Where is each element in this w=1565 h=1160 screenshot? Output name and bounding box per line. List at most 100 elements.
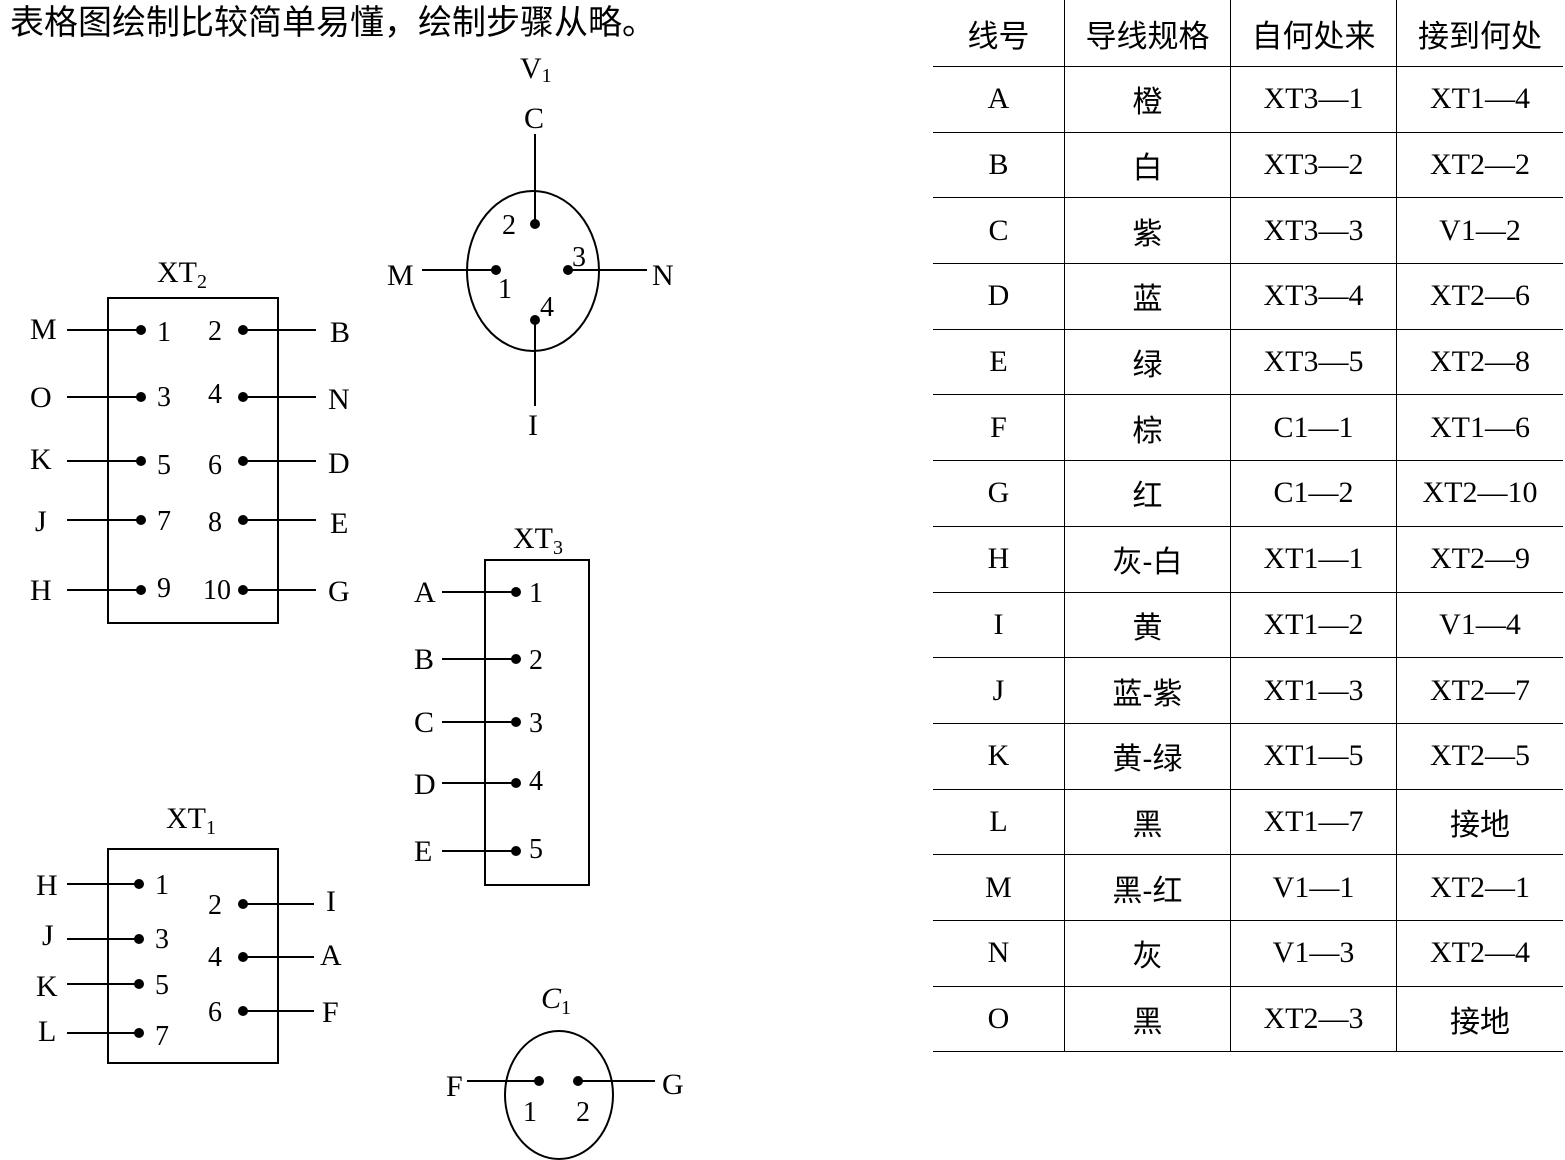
xt3-lead-label-d: D — [414, 768, 436, 801]
xt2-pin-3: 3 — [157, 382, 171, 413]
xt3-lead-label-a: A — [414, 576, 436, 609]
xt2-lead-label-o: O — [30, 381, 52, 414]
header-to: 接到何处 — [1396, 0, 1563, 67]
v1-pin-1: 1 — [498, 274, 512, 305]
xt2-lead-label-g: G — [328, 575, 350, 608]
xt1-dot-5 — [134, 979, 144, 989]
cell-to: XT2—5 — [1396, 723, 1563, 790]
xt3-pin-4: 4 — [529, 766, 543, 797]
v1-lead-label-left: M — [387, 259, 414, 292]
header-wire-spec: 导线规格 — [1064, 0, 1231, 67]
cell-wire-spec: 黄-绿 — [1064, 723, 1231, 790]
cell-to: XT2—2 — [1396, 132, 1563, 199]
xt3-pin-1: 1 — [529, 578, 543, 609]
xt3-pin-5: 5 — [529, 834, 543, 865]
xt2-lead-label-d: D — [328, 447, 350, 480]
cell-wire-spec: 灰 — [1064, 920, 1231, 987]
c1-pin-2: 2 — [576, 1097, 590, 1128]
cell-from: XT1—3 — [1230, 657, 1397, 724]
cell-to: V1—2 — [1396, 197, 1563, 265]
xt1-lead-label-k: K — [36, 970, 58, 1003]
xt1-dot-4 — [238, 952, 248, 962]
xt1-pin-3: 3 — [155, 924, 169, 955]
cell-from: XT3—3 — [1230, 197, 1397, 265]
cell-to: 接地 — [1396, 789, 1563, 856]
xt1-component: XT1 1 H 3 J 5 K 7 L 2 I 4 A — [36, 802, 342, 1064]
xt2-lead-label-k: K — [30, 443, 52, 476]
v1-pin-dot-3 — [563, 265, 573, 275]
xt1-lead-label-j: J — [42, 919, 54, 952]
xt2-dot-7 — [136, 515, 146, 525]
c1-component: C1 1 2 F G — [446, 982, 684, 1160]
xt2-lead-label-j: J — [35, 505, 47, 538]
xt2-pin-4: 4 — [208, 379, 222, 410]
cell-wire-no: L — [933, 789, 1065, 856]
xt2-pin-10: 10 — [203, 575, 231, 606]
xt2-pin-9: 9 — [157, 573, 171, 604]
xt2-dot-5 — [136, 456, 146, 466]
cell-from: C1—2 — [1230, 460, 1397, 527]
v1-pin-dot-1 — [491, 265, 501, 275]
c1-pin-1: 1 — [523, 1097, 537, 1128]
xt2-lead-label-n: N — [328, 383, 350, 416]
xt3-label: XT3 — [513, 522, 563, 559]
cell-wire-spec: 红 — [1064, 460, 1231, 527]
xt2-lead-label-m: M — [30, 313, 57, 346]
xt1-pin-6: 6 — [208, 997, 222, 1028]
xt1-pin-1: 1 — [155, 870, 169, 901]
xt1-lead-label-a: A — [320, 939, 342, 972]
xt1-lead-label-i: I — [326, 885, 336, 918]
xt2-component: XT2 1 M 3 O 5 K 7 J 9 H 2 B — [30, 256, 350, 624]
xt2-dot-2 — [238, 325, 248, 335]
xt1-pin-4: 4 — [208, 942, 222, 973]
cell-wire-spec: 灰-白 — [1064, 526, 1231, 593]
xt1-lead-label-f: F — [322, 996, 339, 1029]
cell-to: XT2—4 — [1396, 920, 1563, 987]
header-wire-no: 线号 — [933, 0, 1065, 67]
cell-wire-no: G — [933, 460, 1065, 527]
cell-wire-spec: 蓝 — [1064, 263, 1231, 330]
cell-wire-no: M — [933, 854, 1065, 921]
v1-pin-dot-4 — [530, 315, 540, 325]
xt1-dot-7 — [134, 1028, 144, 1038]
cell-wire-no: D — [933, 263, 1065, 330]
cell-wire-spec: 橙 — [1064, 66, 1231, 133]
xt1-dot-3 — [134, 934, 144, 944]
c1-label: C1 — [541, 982, 571, 1019]
cell-from: XT3—1 — [1230, 66, 1397, 133]
xt1-lead-label-h: H — [36, 869, 58, 902]
cell-to: XT2—1 — [1396, 854, 1563, 921]
cell-from: XT1—2 — [1230, 592, 1397, 659]
cell-from: V1—3 — [1230, 920, 1397, 987]
xt3-component: XT3 1 A 2 B 3 C 4 D 5 E — [414, 522, 590, 886]
v1-pin-dot-2 — [530, 219, 540, 229]
cell-wire-no: O — [933, 986, 1065, 1053]
cell-from: XT1—7 — [1230, 789, 1397, 856]
cell-wire-spec: 绿 — [1064, 329, 1231, 396]
cell-wire-spec: 紫 — [1064, 197, 1231, 265]
xt2-dot-10 — [238, 585, 248, 595]
xt3-lead-label-c: C — [414, 706, 434, 739]
cell-wire-no: C — [933, 197, 1065, 265]
cell-wire-no: E — [933, 329, 1065, 396]
cell-from: XT2—3 — [1230, 986, 1397, 1053]
c1-lead-label-g: G — [662, 1068, 684, 1101]
cell-wire-no: J — [933, 657, 1065, 724]
intro-text: 表格图绘制比较简单易懂，绘制步骤从略。 — [10, 3, 656, 43]
xt1-lead-label-l: L — [38, 1015, 56, 1048]
xt2-pin-1: 1 — [157, 317, 171, 348]
cell-wire-no: K — [933, 723, 1065, 790]
cell-wire-no: F — [933, 394, 1065, 462]
xt1-dot-1 — [134, 879, 144, 889]
cell-wire-no: N — [933, 920, 1065, 987]
cell-to: XT2—10 — [1396, 460, 1563, 527]
